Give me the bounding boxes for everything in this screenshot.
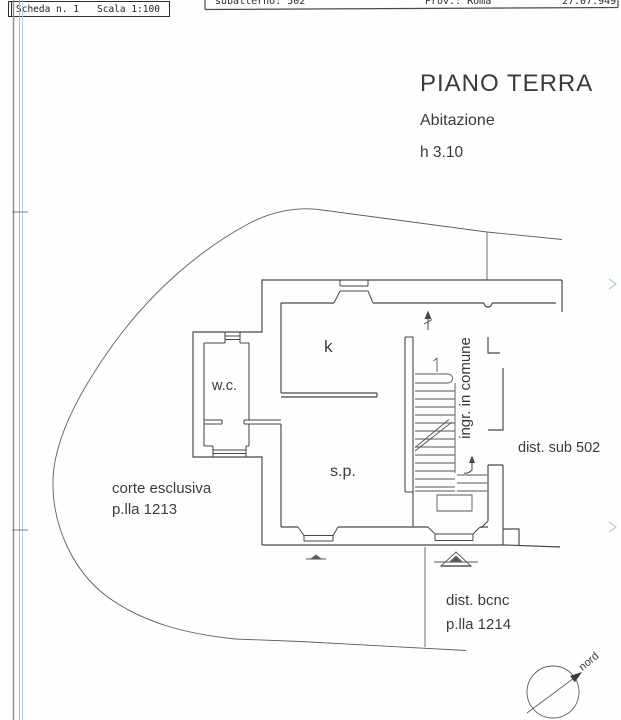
date-label: 27.07.949 <box>562 0 617 7</box>
dist-sub-label: dist. sub 502 <box>518 440 600 456</box>
scala-label: Scala 1:100 <box>97 4 160 15</box>
step-markers <box>306 551 478 567</box>
height-label: h 3.10 <box>420 144 464 161</box>
provincia-label: Prov.: Roma <box>425 0 492 7</box>
usage-label: Abitazione <box>420 112 495 129</box>
page-margin-lines <box>12 0 617 720</box>
room-label-k: k <box>324 337 333 356</box>
subalterno-label: subalterno: 502 <box>215 0 306 7</box>
plan-labels: k w.c. s.p. ingr. in comune dist. sub 50… <box>112 337 600 633</box>
scheda-scala-box: Scheda n. 1 Scala 1:100 <box>8 1 170 17</box>
bcnc-label-2: p.lla 1214 <box>446 616 511 633</box>
header-table-lines <box>204 0 619 11</box>
scheda-label: Scheda n. 1 <box>16 4 79 15</box>
header-table-strip: subalterno: 502 Prov.: Roma 27.07.949 <box>205 0 621 9</box>
court-label-2: p.lla 1213 <box>112 501 177 518</box>
stairs <box>404 336 487 527</box>
room-label-wc: w.c. <box>211 378 237 394</box>
court-label-1: corte esclusiva <box>112 480 212 497</box>
direction-arrows <box>423 310 475 474</box>
wc-room-walls <box>203 332 281 457</box>
door-symbols <box>297 280 481 542</box>
title-block: PIANO TERRA Abitazione h 3.10 <box>420 70 593 162</box>
north-arrow: nord <box>526 650 602 719</box>
courtyard-boundary <box>52 208 563 651</box>
room-label-sp: s.p. <box>330 463 356 480</box>
common-entrance-label: ingr. in comune <box>457 337 474 439</box>
box-double-edge <box>10 2 12 16</box>
north-label: nord <box>577 650 602 673</box>
building-walls <box>192 279 563 548</box>
bcnc-label-1: dist. bcnc <box>446 592 510 609</box>
floor-title: PIANO TERRA <box>420 70 594 97</box>
